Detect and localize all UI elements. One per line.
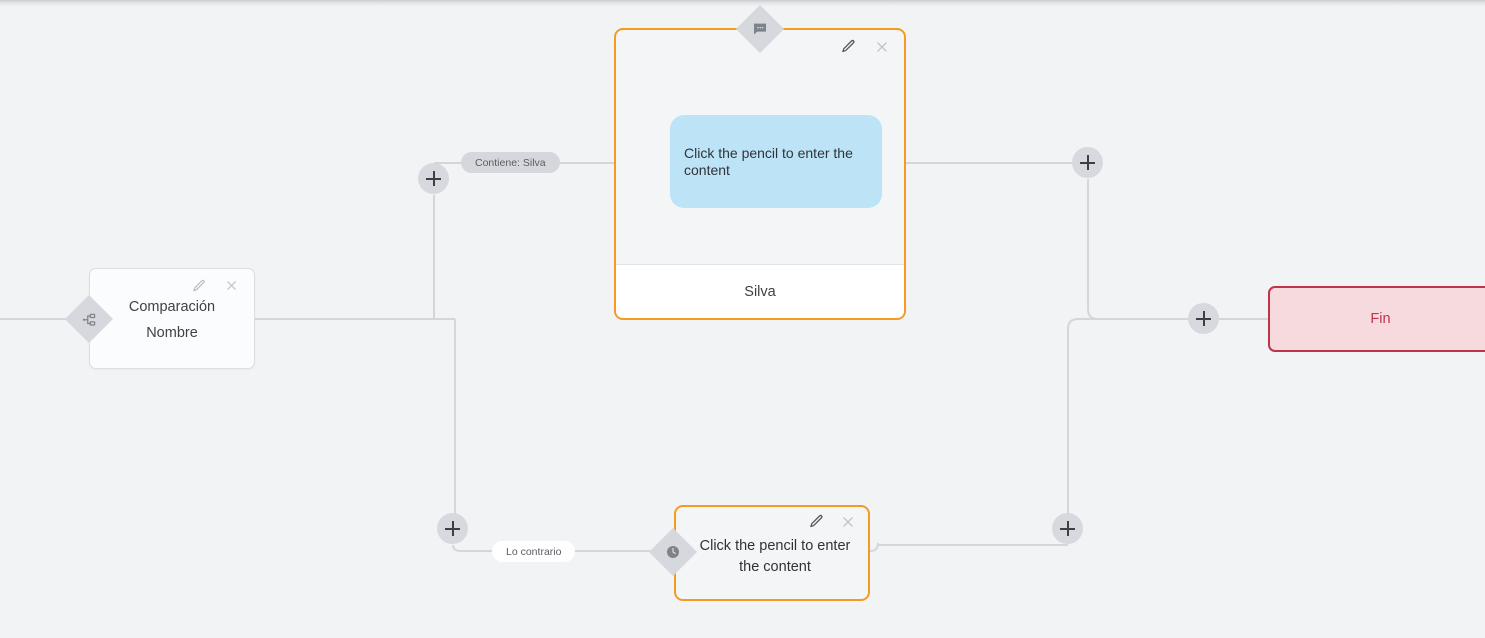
edge-label-false-branch-text: Lo contrario — [506, 545, 562, 558]
pencil-icon[interactable] — [190, 277, 207, 294]
node-end[interactable]: Fin — [1268, 286, 1485, 352]
pencil-icon[interactable] — [808, 513, 825, 530]
clock-icon — [665, 544, 681, 560]
comparison-title-line1: Comparación — [128, 299, 216, 315]
branch-split-icon-badge[interactable] — [64, 294, 114, 344]
edge-false-branch-vertical — [454, 319, 466, 530]
wait-toolbar — [808, 513, 856, 530]
add-node-after-message[interactable] — [1072, 147, 1103, 178]
edge-label-true-branch[interactable]: Contiene: Silva — [461, 152, 560, 173]
wait-text: Click the pencil to enter the content — [699, 538, 851, 575]
close-icon[interactable] — [873, 38, 890, 55]
edge-message-merge — [1087, 179, 1203, 320]
speech-bubble-icon — [752, 21, 768, 37]
speech-bubble-icon-badge[interactable] — [735, 4, 785, 54]
add-node-true-branch[interactable] — [418, 163, 449, 194]
message-bubble: Click the pencil to enter the content — [670, 115, 882, 208]
add-node-after-wait[interactable] — [1052, 513, 1083, 544]
edge-label-true-branch-text: Contiene: Silva — [475, 156, 546, 169]
message-bubble-text: Click the pencil to enter the content — [684, 144, 853, 178]
end-label: Fin — [1370, 311, 1391, 327]
node-message[interactable]: Click the pencil to enter the content Si… — [614, 28, 906, 320]
add-node-false-branch[interactable] — [437, 513, 468, 544]
branch-split-icon — [82, 312, 97, 327]
message-footer-label: Silva — [744, 283, 776, 300]
comparison-title-line2: Nombre — [146, 325, 198, 341]
clock-icon-badge[interactable] — [648, 527, 698, 577]
node-comparison[interactable]: Comparación Nombre — [89, 268, 255, 369]
edge-label-false-branch[interactable]: Lo contrario — [492, 541, 576, 562]
comparison-toolbar — [190, 277, 240, 294]
close-icon[interactable] — [839, 513, 856, 530]
pencil-icon[interactable] — [840, 38, 857, 55]
node-wait[interactable]: Click the pencil to enter the content — [674, 505, 870, 601]
edge-wait-out — [869, 542, 1068, 552]
add-node-before-end[interactable] — [1188, 303, 1219, 334]
edge-wait-merge — [1067, 318, 1203, 529]
message-toolbar — [840, 38, 890, 55]
close-icon[interactable] — [223, 277, 240, 294]
edge-false-branch-horizontal — [452, 544, 674, 552]
message-footer: Silva — [616, 264, 904, 318]
